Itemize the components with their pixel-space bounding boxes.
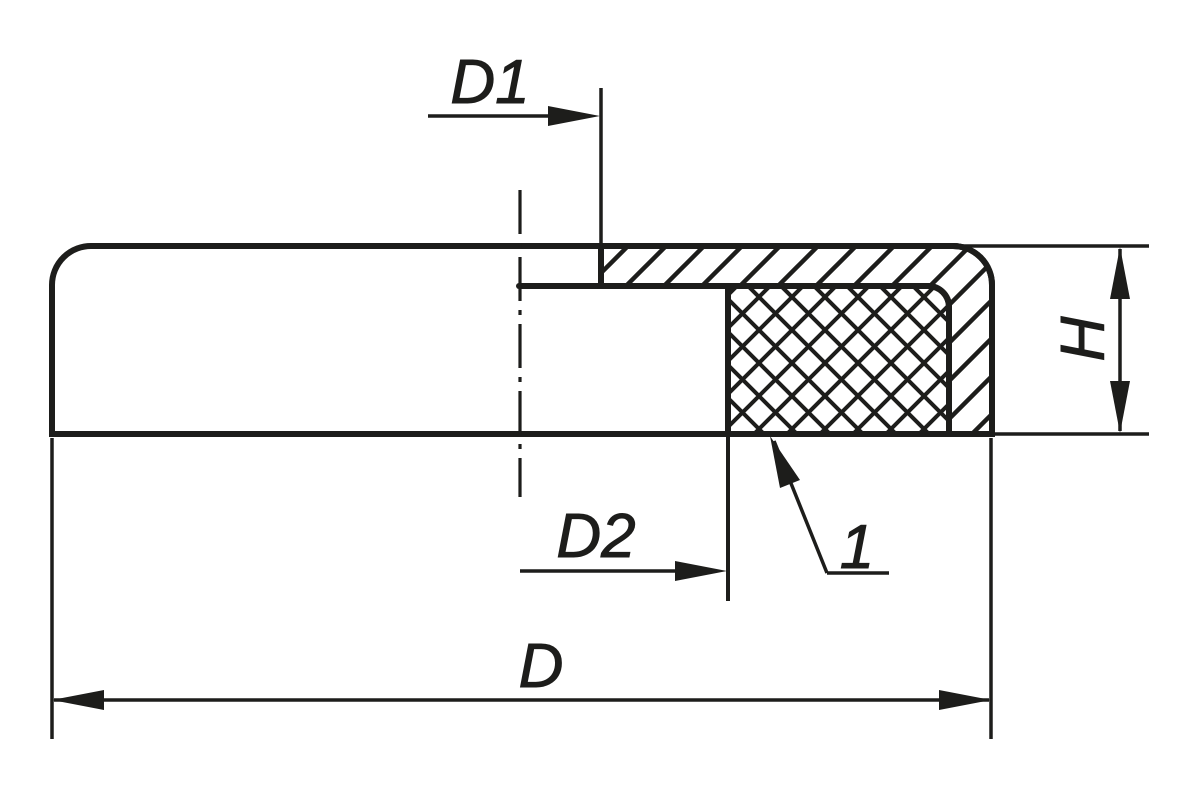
d1-label: D1: [450, 48, 529, 117]
callout-label: 1: [840, 513, 874, 582]
d-arrowhead-right: [939, 690, 991, 710]
callout-1: 1: [770, 436, 889, 583]
dimension-h: H: [953, 244, 1149, 436]
h-label: H: [1049, 316, 1118, 361]
magnet-section-crosshatched: [725, 283, 952, 437]
d-label: D: [519, 632, 564, 701]
d2-label: D2: [556, 502, 635, 571]
dimension-d: D: [50, 438, 993, 739]
d2-arrowhead: [675, 561, 727, 581]
dimension-d1: D1: [428, 48, 603, 250]
callout-arrowhead: [770, 436, 800, 488]
d1-arrowhead: [548, 106, 600, 126]
h-arrowhead-bottom: [1110, 381, 1130, 433]
dimension-d2: D2: [520, 437, 730, 601]
d-arrowhead-left: [52, 690, 104, 710]
h-arrowhead-top: [1110, 247, 1130, 299]
